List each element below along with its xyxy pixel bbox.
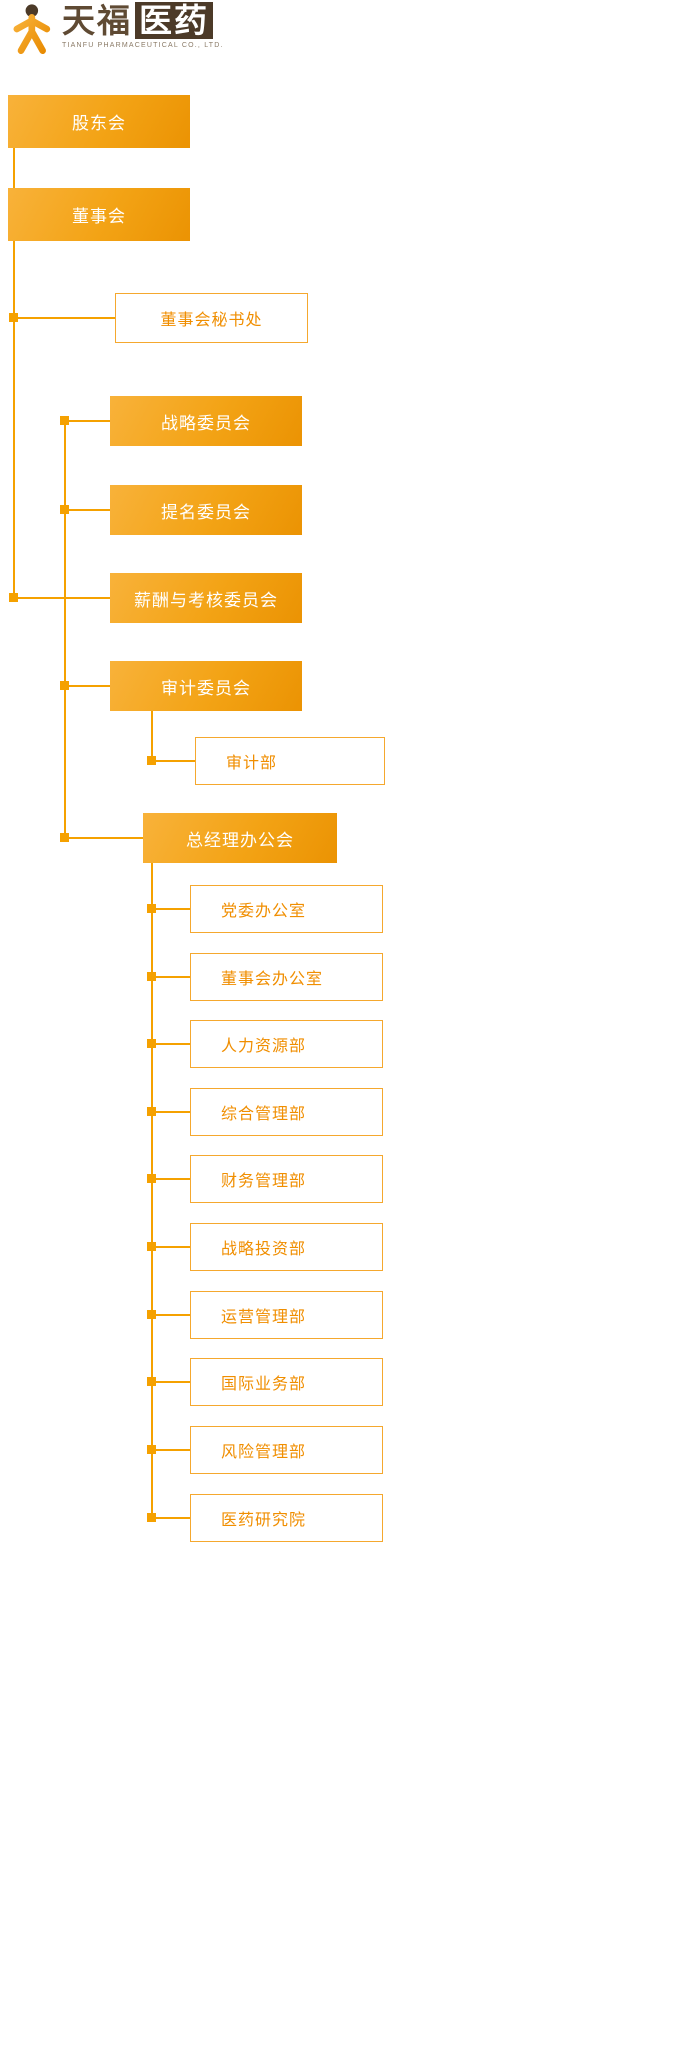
connector-node xyxy=(147,1039,156,1048)
connector-node xyxy=(147,904,156,913)
node-department-risk-management: 风险管理部 xyxy=(190,1426,383,1474)
connector-node xyxy=(147,972,156,981)
connector-node xyxy=(60,681,69,690)
connector-node xyxy=(60,833,69,842)
connector-line xyxy=(151,1246,190,1248)
connector-line xyxy=(151,1178,190,1180)
node-department-party-office: 党委办公室 xyxy=(190,885,383,933)
connector-line xyxy=(151,760,195,762)
node-department-international-business: 国际业务部 xyxy=(190,1358,383,1406)
connector-node xyxy=(147,1445,156,1454)
logo-text: 天福 医药 TIANFU PHARMACEUTICAL CO., LTD. xyxy=(62,2,224,49)
connector-line xyxy=(151,1314,190,1316)
logo-subtitle: TIANFU PHARMACEUTICAL CO., LTD. xyxy=(62,42,224,49)
connector-node xyxy=(60,416,69,425)
node-department-board-office: 董事会办公室 xyxy=(190,953,383,1001)
node-department-general-management: 综合管理部 xyxy=(190,1088,383,1136)
connector-line xyxy=(64,509,110,511)
connector-node xyxy=(9,313,18,322)
connector-line xyxy=(151,908,190,910)
node-department-human-resources: 人力资源部 xyxy=(190,1020,383,1068)
connector-line xyxy=(13,241,15,599)
person-icon xyxy=(6,2,56,56)
logo: 天福 医药 TIANFU PHARMACEUTICAL CO., LTD. xyxy=(6,2,224,56)
node-strategy-committee: 战略委员会 xyxy=(110,396,302,446)
connector-node xyxy=(9,593,18,602)
connector-line xyxy=(64,420,66,838)
connector-line xyxy=(64,837,143,839)
node-department-financial-management: 财务管理部 xyxy=(190,1155,383,1203)
node-general-manager-office: 总经理办公会 xyxy=(143,813,337,863)
connector-node xyxy=(60,505,69,514)
connector-line xyxy=(151,1449,190,1451)
connector-line xyxy=(64,420,110,422)
node-department-operations-management: 运营管理部 xyxy=(190,1291,383,1339)
connector-node xyxy=(147,1174,156,1183)
connector-node xyxy=(147,1377,156,1386)
connector-node xyxy=(147,1513,156,1522)
node-department-pharma-research-institute: 医药研究院 xyxy=(190,1494,383,1542)
connector-line xyxy=(151,1043,190,1045)
connector-line xyxy=(64,685,110,687)
connector-line xyxy=(13,597,110,599)
connector-node xyxy=(147,1242,156,1251)
logo-name-part1: 天福 xyxy=(62,2,132,39)
node-board-of-directors: 董事会 xyxy=(8,188,190,241)
node-audit-committee: 审计委员会 xyxy=(110,661,302,711)
node-remuneration-committee: 薪酬与考核委员会 xyxy=(110,573,302,623)
connector-line xyxy=(151,1517,190,1519)
node-nomination-committee: 提名委员会 xyxy=(110,485,302,535)
logo-name-part2: 医药 xyxy=(135,2,213,39)
connector-line xyxy=(151,1111,190,1113)
logo-company-name: 天福 医药 xyxy=(62,2,224,39)
connector-line xyxy=(151,711,153,761)
connector-node xyxy=(147,1107,156,1116)
connector-line xyxy=(151,976,190,978)
connector-line xyxy=(151,863,153,1519)
node-shareholders-meeting: 股东会 xyxy=(8,95,190,148)
connector-line xyxy=(13,148,15,188)
connector-node xyxy=(147,756,156,765)
node-audit-department: 审计部 xyxy=(195,737,385,785)
node-department-strategic-investment: 战略投资部 xyxy=(190,1223,383,1271)
connector-line xyxy=(13,317,115,319)
connector-node xyxy=(147,1310,156,1319)
connector-line xyxy=(151,1381,190,1383)
node-board-secretariat: 董事会秘书处 xyxy=(115,293,308,343)
